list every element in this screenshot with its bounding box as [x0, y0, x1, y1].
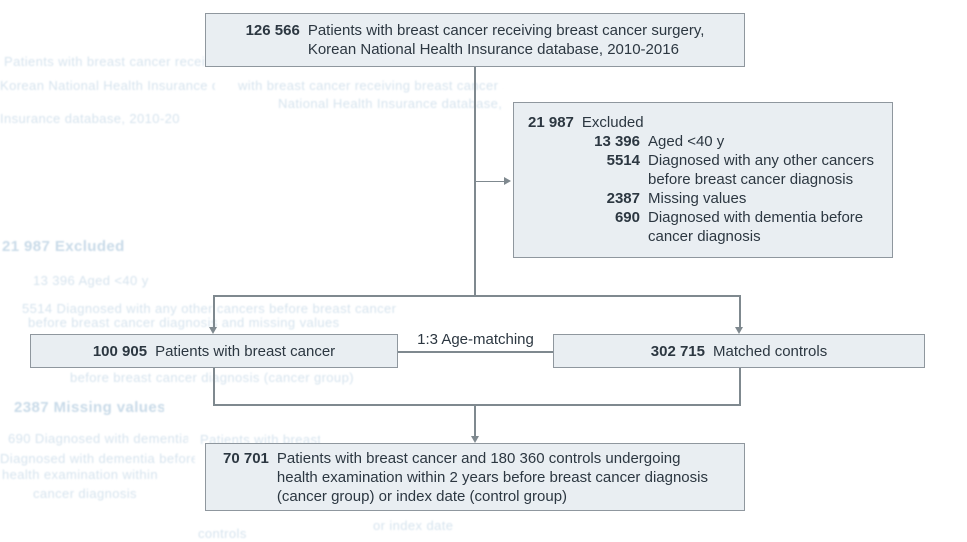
ghost-text-line: National Health Insurance database, 2010… — [278, 97, 506, 111]
final-count: 70 701 — [223, 449, 269, 467]
cancer-count: 100 905 — [92, 342, 148, 360]
arrowhead-left-icon — [209, 327, 218, 334]
source-population-count: 126 566 — [245, 22, 300, 39]
ghost-text-line: 2387 Missing values — [14, 401, 164, 416]
ghost-text-line: Insurance database, 2010-2016 — [0, 112, 180, 126]
final-text: Patients with breast cancer and 180 360 … — [277, 449, 708, 506]
controls-count: 302 715 — [650, 342, 705, 360]
excluded-item: 2387 Missing values — [528, 189, 884, 208]
excluded-item: 690 Diagnosed with dementia before cance… — [528, 208, 884, 246]
ghost-text-line: 690 Diagnosed with dementia — [8, 432, 188, 446]
cancer-text: Patients with breast cancer — [155, 342, 336, 360]
box-text-line: Patients with breast cancer receiving br… — [307, 22, 705, 39]
connector-left-out — [213, 368, 215, 406]
connector-split-horizontal — [213, 295, 741, 297]
ghost-text-line: before breast cancer diagnosis and missi… — [28, 316, 340, 330]
connector-final-vertical — [474, 404, 476, 436]
excluded-item: 5514 Diagnosed with any other cancers be… — [528, 151, 884, 189]
ghost-text-line: with breast cancer receiving breast canc… — [238, 79, 503, 93]
excluded-count: 21 987 — [528, 114, 574, 131]
excluded-item-text: Aged <40 y — [648, 133, 725, 150]
ghost-text-line: Korean National Health Insurance databas… — [0, 79, 215, 93]
box-excluded: 21 987 Excluded 13 396 Aged <40 y 5514 D… — [513, 102, 893, 258]
excluded-item-count: 690 — [614, 209, 640, 226]
excluded-item-count: 5514 — [606, 152, 640, 169]
excluded-item: 13 396 Aged <40 y — [528, 132, 884, 151]
box-text-line: Korean National Health Insurance databas… — [307, 41, 679, 58]
ghost-text-line: health examination within 2 — [2, 468, 157, 482]
box-text-line: Patients with breast cancer and 180 360 … — [276, 449, 681, 467]
arrowhead-final-icon — [470, 436, 479, 443]
connector-left-drop — [213, 295, 215, 327]
ghost-text-line: before breast cancer diagnosis (cancer g… — [70, 371, 354, 385]
excluded-item-count: 2387 — [606, 190, 640, 207]
controls-text: Matched controls — [713, 342, 828, 360]
ghost-text-line: 13 396 Aged <40 y — [33, 274, 149, 288]
connector-top-vertical — [474, 67, 476, 296]
excluded-label: Excluded — [581, 114, 644, 131]
box-final-cohort: 70 701 Patients with breast cancer and 1… — [205, 443, 745, 511]
box-text-line: (cancer group) or index date (control gr… — [276, 487, 568, 505]
excluded-item-text: Diagnosed with any other cancers before … — [648, 152, 874, 188]
box-matched-controls: 302 715 Matched controls — [553, 334, 925, 368]
excluded-item-count: 13 396 — [594, 133, 640, 150]
source-population-text: Patients with breast cancer receiving br… — [308, 21, 705, 59]
ghost-text-line: Diagnosed with dementia before cancer — [0, 452, 195, 466]
arrowhead-right-icon — [735, 327, 744, 334]
arrowhead-excluded-icon — [504, 176, 511, 185]
ghost-text-line: 5514 Diagnosed with any other cancers be… — [22, 302, 397, 316]
ghost-text-line: or index date — [373, 519, 454, 533]
connector-right-drop — [739, 295, 741, 327]
connector-join-horizontal — [213, 404, 741, 406]
ghost-text-line: Patients with breast cancer receiving br… — [4, 55, 209, 69]
ghost-text-line: controls — [198, 527, 247, 541]
connector-excluded-horizontal — [475, 180, 505, 182]
box-breast-cancer-patients: 100 905 Patients with breast cancer — [30, 334, 398, 368]
box-text-line: health examination within 2 years before… — [276, 468, 708, 486]
box-source-population: 126 566 Patients with breast cancer rece… — [205, 13, 745, 67]
excluded-item-text: Diagnosed with dementia before cancer di… — [648, 209, 864, 245]
ghost-text-line: 21 987 Excluded — [2, 240, 125, 255]
connector-right-out — [739, 368, 741, 406]
age-matching-label: 1:3 Age-matching — [417, 331, 534, 348]
ghost-text-line: cancer diagnosis — [33, 487, 137, 501]
excluded-item-text: Missing values — [648, 190, 747, 207]
connector-matching-horizontal — [398, 351, 553, 353]
